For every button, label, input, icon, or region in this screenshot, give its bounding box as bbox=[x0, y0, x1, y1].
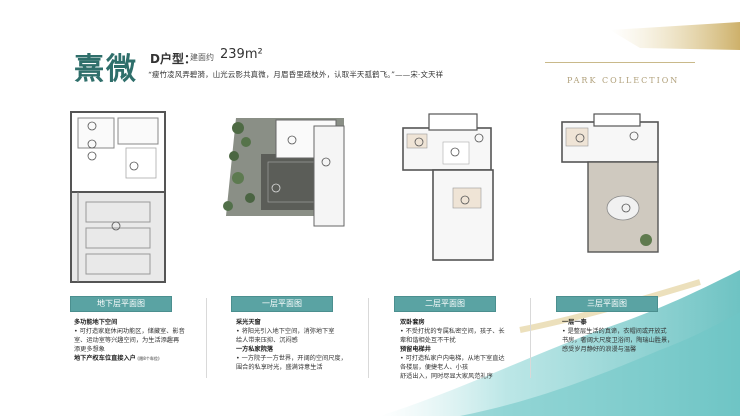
description-line: • 是整层生活的真谛，衣帽间或开放式 bbox=[562, 328, 667, 335]
description-line: 一层一泰 bbox=[562, 319, 587, 326]
description-line: 给人带来压抑、沉闷感 bbox=[236, 337, 298, 344]
description-line: 室、运动室等兴趣空间，为生活添趣再 bbox=[74, 337, 180, 344]
page-title: 熹微 bbox=[74, 52, 138, 87]
floor-description-first: 采光天窗 • 将阳光引入地下空间，消弥地下室给人带来压抑、沉闷感一方私家院落 • 一… bbox=[236, 318, 358, 372]
brand-text: PARK COLLECTION bbox=[567, 76, 680, 85]
description-line: 预留电梯井 bbox=[400, 346, 431, 353]
description-line: 双卧套房 bbox=[400, 319, 425, 326]
description-line: • 一方院子一方世界，开阔的空间尺度， bbox=[236, 355, 347, 362]
column-divider bbox=[530, 298, 531, 378]
description-line: 添更多想象 bbox=[74, 346, 105, 353]
description-note: (限8个车位) bbox=[135, 356, 160, 361]
description-line: 各楼层，便捷老人、小孩 bbox=[400, 364, 469, 371]
description-line: 多功能地下空间 bbox=[74, 319, 118, 326]
description-line: • 可打造家庭休闲功能区，储藏室、影音 bbox=[74, 328, 185, 335]
description-line: • 不受打扰的专属私密空间，孩子、长 bbox=[400, 328, 505, 335]
description-line: 一方私家院落 bbox=[236, 346, 274, 353]
description-line: • 可打造私家户内电梯，从地下室直达 bbox=[400, 355, 505, 362]
floor-description-basement: 多功能地下空间 • 可打造家庭休闲功能区，储藏室、影音室、运动室等兴趣空间，为生活… bbox=[74, 318, 196, 363]
column-divider bbox=[368, 298, 369, 378]
description-line: 围合的私享时光，盛满诗意生活 bbox=[236, 364, 323, 371]
unit-type-label: D户型： bbox=[150, 52, 196, 66]
poem-quote: “瘦竹凌风弄碧漪，山光云影共真微，月眉昏里疏枝外，认取半天孤鹤飞。”——宋·文天… bbox=[148, 70, 444, 79]
floor-plan-first bbox=[216, 106, 356, 228]
description-line: 舒适出入，同时尽显大家风范礼序 bbox=[400, 373, 493, 380]
area-label: 建面约 bbox=[190, 53, 214, 62]
description-line: • 将阳光引入地下空间，消弥地下室 bbox=[236, 328, 335, 335]
floor-description-third: 一层一泰 • 是整层生活的真谛，衣帽间或开放式书房，奢阔大尺度卫浴间，陶瑞山胜景，… bbox=[562, 318, 684, 354]
floor-plan-third bbox=[558, 108, 668, 258]
description-line: 辈和谐相处互不干扰 bbox=[400, 337, 456, 344]
floor-plan-basement bbox=[68, 108, 168, 286]
description-line: 地下产权车位直接入户 (限8个车位) bbox=[74, 355, 160, 362]
description-line: 采光天窗 bbox=[236, 319, 261, 326]
brand-underline bbox=[545, 62, 695, 63]
floor-label-first: 一层平面图 bbox=[231, 296, 333, 312]
floor-label-third: 三层平面图 bbox=[556, 296, 658, 312]
floor-label-basement: 地下层平面图 bbox=[70, 296, 172, 312]
floor-description-second: 双卧套房 • 不受打扰的专属私密空间，孩子、长辈和谐相处互不干扰预留电梯井 • 可打… bbox=[400, 318, 522, 381]
header: 熹微 D户型： 建面约 239m² “瘦竹凌风弄碧漪，山光云影共真微，月眉昏里疏… bbox=[62, 36, 702, 96]
area-value: 239m² bbox=[220, 47, 263, 62]
column-divider bbox=[206, 298, 207, 378]
floor-label-second: 二层平面图 bbox=[394, 296, 496, 312]
floor-plan-second bbox=[395, 108, 505, 264]
description-line: 感受岁月静好的浪漫与温馨 bbox=[562, 346, 637, 353]
description-line: 书房，奢阔大尺度卫浴间，陶瑞山胜景， bbox=[562, 337, 674, 344]
